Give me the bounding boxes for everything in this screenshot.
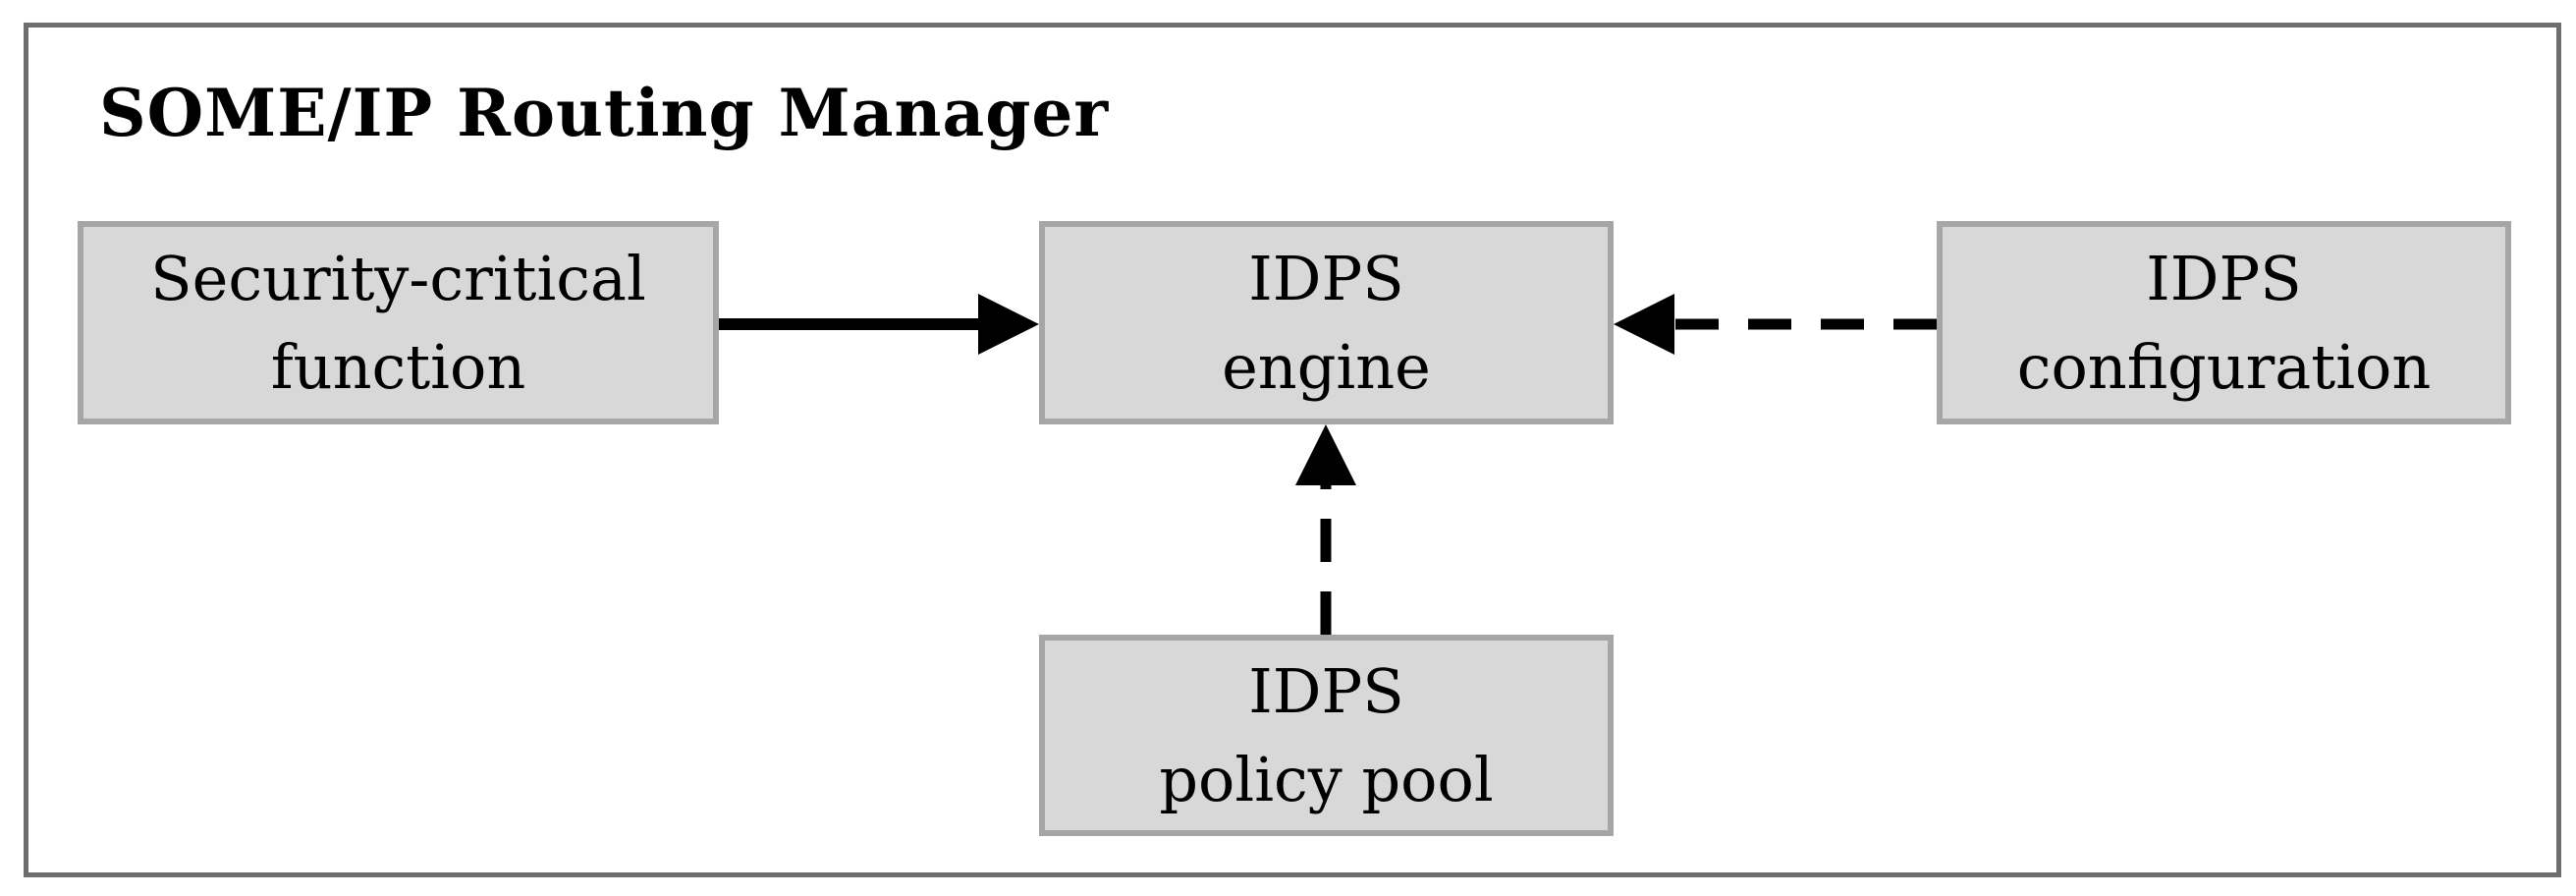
node-security-critical-function: Security-critical function bbox=[78, 221, 719, 424]
node-label-line: IDPS bbox=[1248, 242, 1404, 314]
node-label-line: IDPS bbox=[1248, 654, 1404, 727]
node-label-line: configuration bbox=[2016, 330, 2432, 403]
diagram-title: SOME/IP Routing Manager bbox=[99, 75, 1110, 151]
node-idps-engine: IDPS engine bbox=[1039, 221, 1614, 424]
node-label-line: function bbox=[270, 330, 526, 403]
node-idps-policy-pool: IDPS policy pool bbox=[1039, 635, 1614, 836]
node-label-line: IDPS bbox=[2146, 242, 2302, 314]
node-idps-configuration: IDPS configuration bbox=[1937, 221, 2511, 424]
node-label-line: Security-critical bbox=[150, 242, 646, 314]
node-label-line: engine bbox=[1222, 330, 1431, 403]
node-label-line: policy pool bbox=[1159, 743, 1494, 815]
